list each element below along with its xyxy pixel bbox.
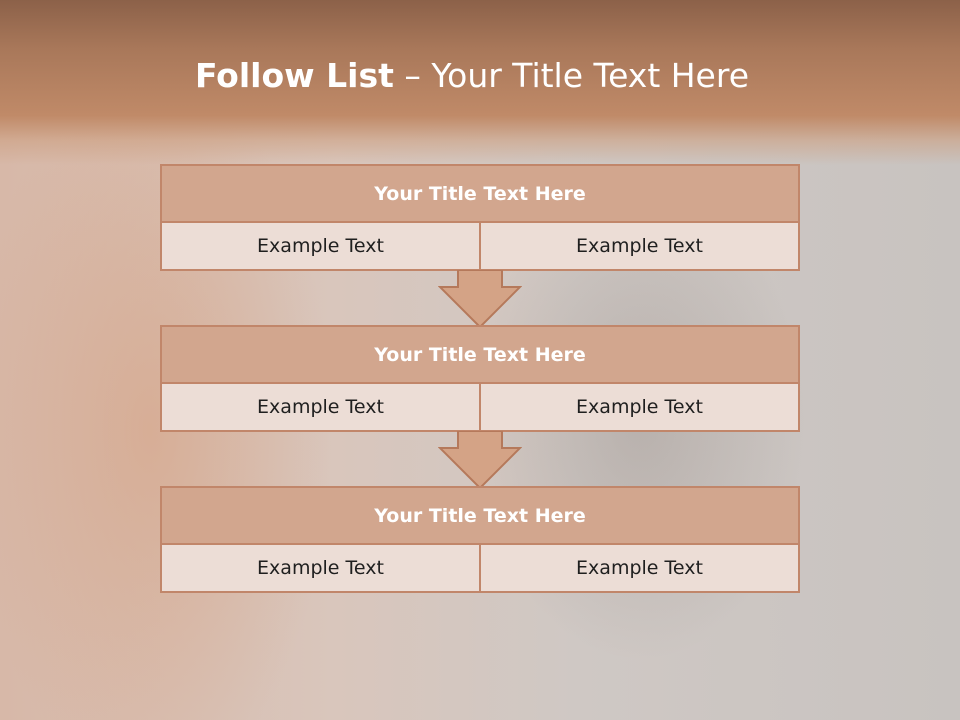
step-box-2: Your Title Text Here Example Text Exampl… [160,325,800,432]
slide-header-band [0,0,960,165]
step-row: Example Text Example Text [162,223,798,269]
step-title: Your Title Text Here [162,488,798,543]
step-title: Your Title Text Here [162,166,798,221]
slide-title: Follow List – Your Title Text Here [0,54,944,98]
step-cell-right: Example Text [481,223,798,269]
step-row: Example Text Example Text [162,384,798,430]
step-cell-left: Example Text [162,545,479,591]
step-cell-left: Example Text [162,384,479,430]
down-arrow-icon [438,431,522,489]
step-row: Example Text Example Text [162,545,798,591]
step-box-3: Your Title Text Here Example Text Exampl… [160,486,800,593]
step-cell-right: Example Text [481,384,798,430]
step-box-1: Your Title Text Here Example Text Exampl… [160,164,800,271]
step-cell-left: Example Text [162,223,479,269]
slide-title-rest: – Your Title Text Here [404,56,750,95]
step-cell-right: Example Text [481,545,798,591]
slide-title-bold: Follow List [194,56,394,95]
step-title: Your Title Text Here [162,327,798,382]
down-arrow-icon [438,270,522,328]
